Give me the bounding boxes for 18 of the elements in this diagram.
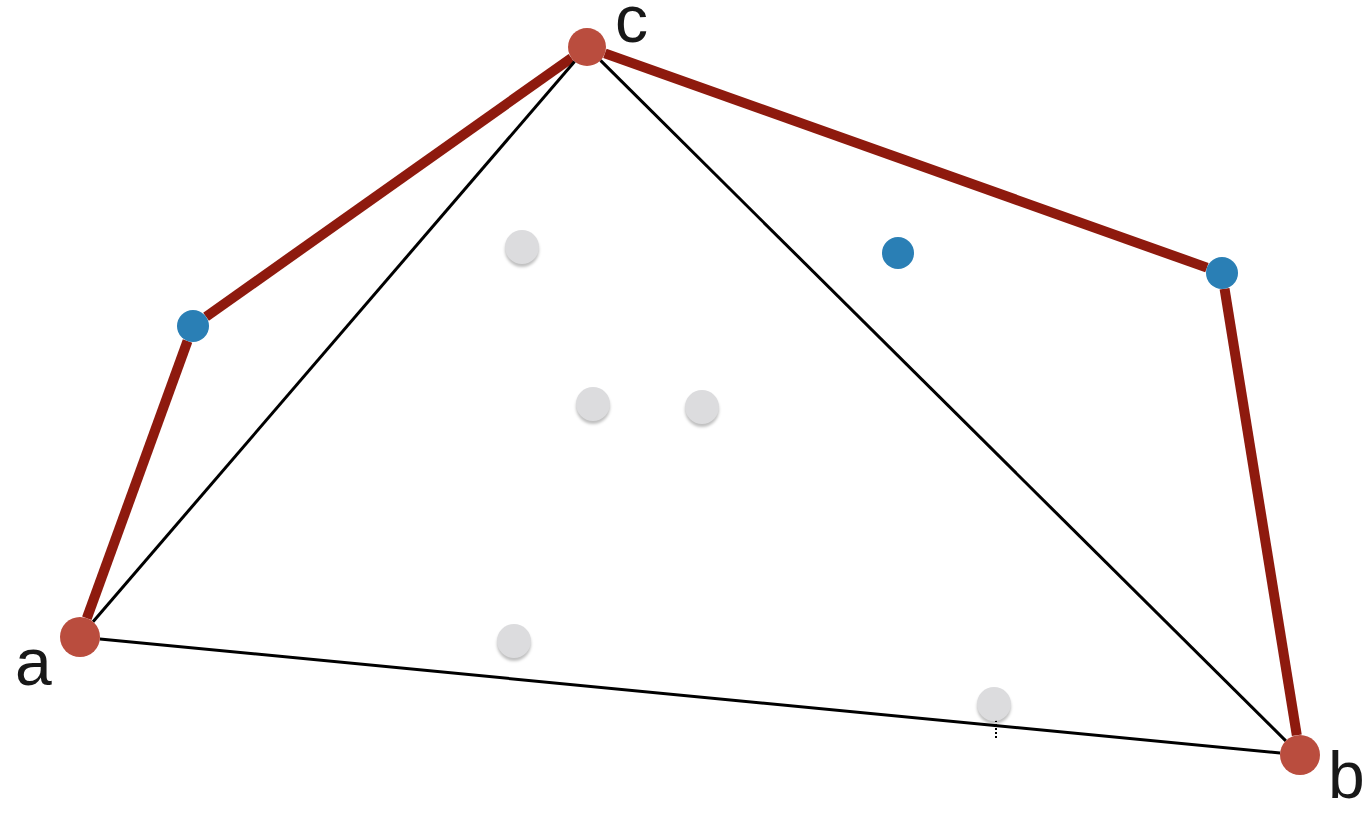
interior-point <box>685 390 719 424</box>
interior-point <box>497 624 531 658</box>
interior-point <box>977 687 1011 721</box>
triangle-edge <box>599 59 1287 742</box>
hull-point <box>1206 257 1238 289</box>
interior-point <box>505 230 539 264</box>
hull-edge <box>82 339 193 620</box>
hull-edge <box>203 53 575 321</box>
interior-point <box>576 387 610 421</box>
vertex-label: c <box>615 0 648 52</box>
triangle-edge <box>99 637 1281 755</box>
hull-edge <box>1219 288 1302 737</box>
vertex-label: b <box>1328 742 1362 808</box>
vertex-label: a <box>15 629 52 695</box>
triangle-edge <box>91 60 576 623</box>
hull-point <box>177 310 209 342</box>
hull-point <box>882 237 914 269</box>
hull-edge <box>603 48 1209 273</box>
